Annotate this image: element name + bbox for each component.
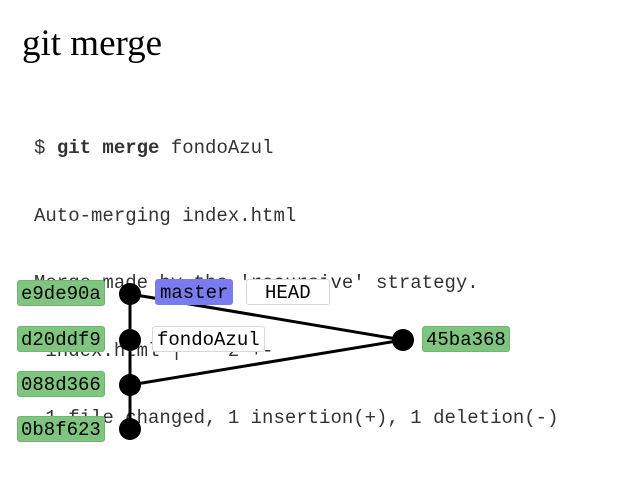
commit-node-e9de90a[interactable]	[119, 283, 141, 305]
command-argument: fondoAzul	[170, 137, 274, 159]
output-line: Auto-merging index.html	[34, 204, 297, 227]
commit-label-088d366[interactable]: 088d366	[17, 371, 105, 397]
prompt-symbol: $	[34, 137, 46, 159]
commit-node-45ba368[interactable]	[392, 329, 414, 351]
graph-edge	[129, 338, 404, 387]
branch-label-master[interactable]: master	[155, 279, 234, 305]
page-title: git merge	[22, 23, 163, 64]
commit-node-d20ddf9[interactable]	[119, 329, 141, 351]
commit-label-d20ddf9[interactable]: d20ddf9	[17, 326, 105, 352]
head-label[interactable]: HEAD	[246, 279, 330, 305]
branch-label-fondoazul[interactable]: fondoAzul	[152, 326, 265, 352]
commit-label-e9de90a[interactable]: e9de90a	[17, 280, 105, 306]
commit-node-088d366[interactable]	[119, 374, 141, 396]
command-line: $ git merge fondoAzul	[34, 137, 559, 160]
commit-node-0b8f623[interactable]	[119, 418, 141, 440]
command-text: git merge	[56, 137, 160, 159]
commit-label-45ba368[interactable]: 45ba368	[422, 326, 510, 352]
commit-label-0b8f623[interactable]: 0b8f623	[17, 416, 105, 442]
